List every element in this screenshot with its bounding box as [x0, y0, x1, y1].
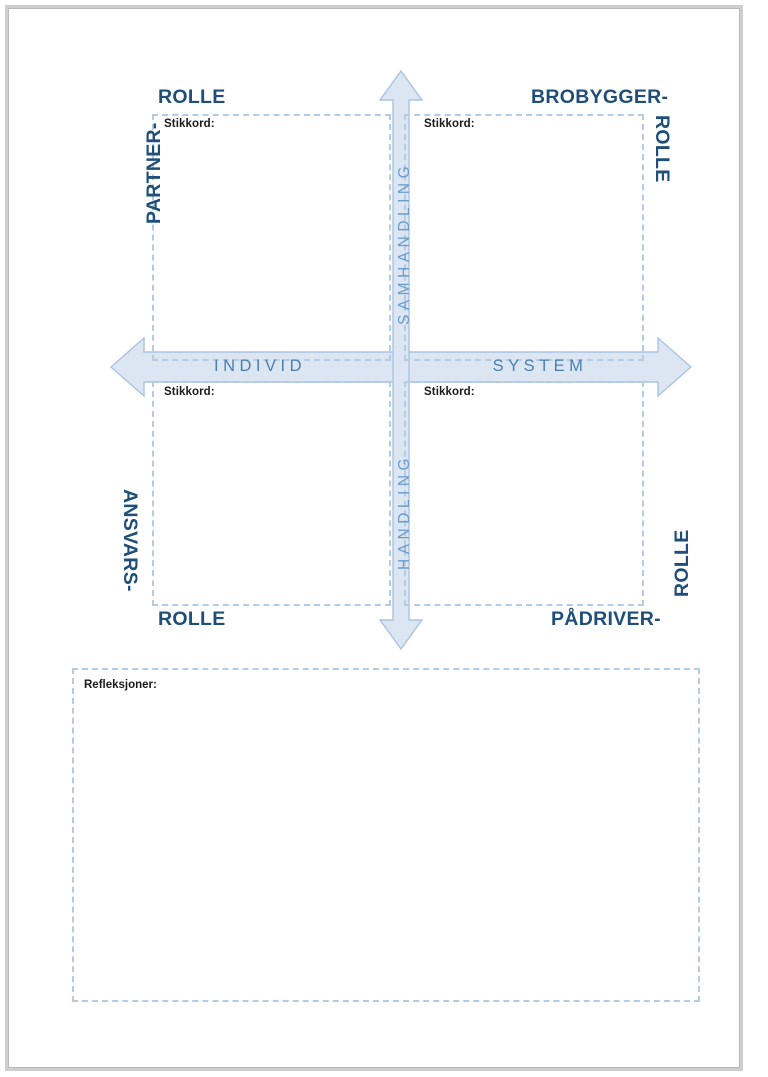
refleksjoner-box[interactable]	[72, 668, 700, 1002]
role-title-partner: PARTNER-	[143, 122, 165, 224]
axis-label-system: SYSTEM	[492, 357, 588, 375]
page-bottom-margin	[0, 1072, 768, 1077]
role-title-brobygger: BROBYGGER-	[531, 86, 669, 108]
quadrant-box-ansvarsrolle[interactable]	[152, 381, 391, 606]
quadrant-box-brobyggerrolle[interactable]	[404, 114, 644, 361]
refleksjoner-label: Refleksjoner:	[84, 679, 157, 691]
role-title-brobygger-rolle: ROLLE	[651, 115, 673, 183]
quadrant-box-padriverrolle[interactable]	[404, 381, 644, 606]
stikkord-label-brobyggerrolle: Stikkord:	[424, 118, 475, 130]
page-right-margin	[744, 0, 768, 1077]
role-title-padriver: PÅDRIVER-	[551, 608, 661, 630]
role-title-ansvars: ANSVARS-	[119, 489, 141, 592]
role-title-padriver-rolle: ROLLE	[671, 529, 693, 597]
role-title-partner-rolle: ROLLE	[158, 86, 226, 108]
axis-label-individ: INDIVID	[213, 357, 306, 375]
role-title-ansvars-rolle: ROLLE	[158, 608, 226, 630]
document-page	[8, 8, 740, 1068]
stikkord-label-partnerrolle: Stikkord:	[164, 118, 215, 130]
axis-label-samhandling: SAMHANDLING	[396, 161, 413, 325]
quadrant-box-partnerrolle[interactable]	[152, 114, 391, 361]
axis-label-handling: HANDLING	[396, 453, 413, 570]
stikkord-label-ansvarsrolle: Stikkord:	[164, 386, 215, 398]
stikkord-label-padriverrolle: Stikkord:	[424, 386, 475, 398]
